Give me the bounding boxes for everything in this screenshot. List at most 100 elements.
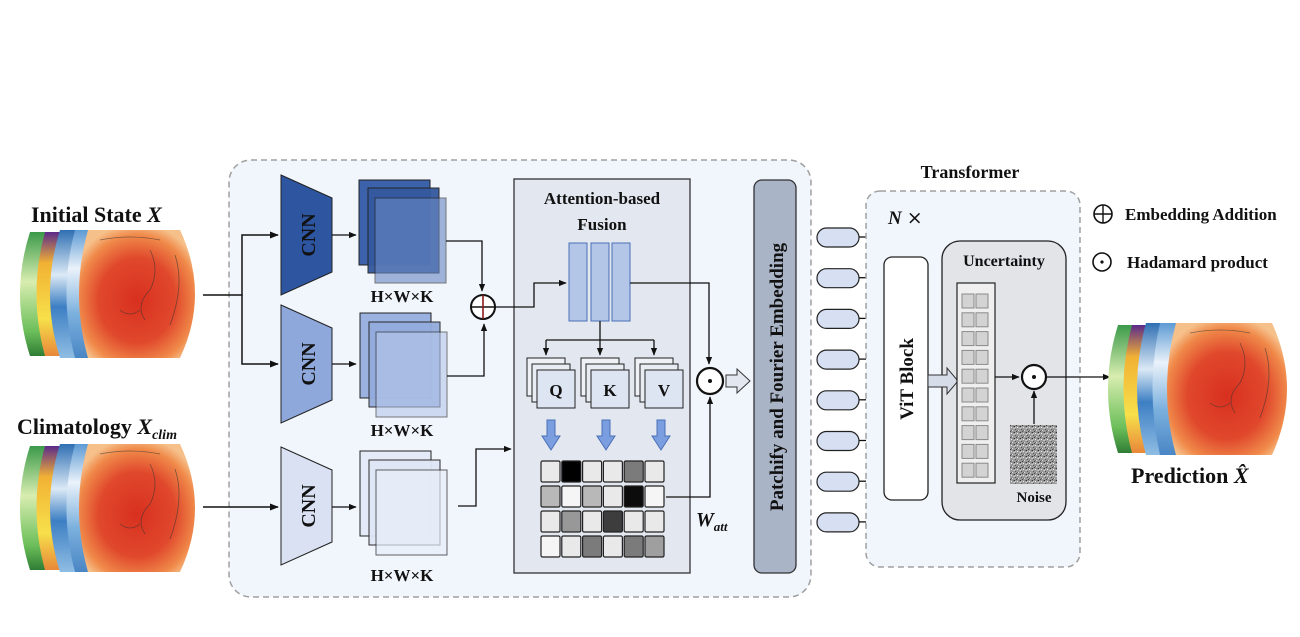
fusion-token	[611, 242, 631, 322]
block-arrow-to-embedding	[725, 367, 751, 395]
legend-label: Embedding Addition	[1125, 205, 1277, 224]
arrow-fusion-to-hadamard	[630, 282, 713, 365]
embedding-tokens	[816, 227, 870, 533]
attention-cell	[581, 535, 603, 558]
uncertainty-cell	[975, 387, 989, 403]
attention-cell	[644, 460, 665, 483]
qkv-stack-k: K	[580, 357, 630, 409]
attention-cell	[581, 460, 603, 483]
uncertainty-cell	[975, 406, 989, 422]
block-arrow-vit-to-uncertainty	[927, 366, 959, 396]
qkv-layer	[644, 369, 684, 409]
fusion-token	[590, 242, 610, 322]
climatology-globe-stack	[20, 444, 195, 572]
uncertainty-cell	[975, 462, 989, 478]
attention-cell	[623, 535, 644, 558]
repeat-label: N×	[887, 207, 923, 229]
transformer-title: Transformer	[921, 162, 1020, 182]
attention-cell	[581, 510, 603, 533]
arrow-watt-to-hadamard	[666, 396, 714, 498]
initial-state-label: Initial State X	[31, 202, 163, 227]
uncertainty-cell	[961, 349, 975, 365]
feature-map	[375, 469, 448, 556]
down-arrow-icon	[541, 419, 561, 451]
feature-dim-label: H×W×K	[371, 566, 435, 585]
token-pill	[816, 390, 860, 411]
attention-cell	[561, 460, 582, 483]
embedding-token	[816, 390, 870, 411]
arrow-initial-to-cnn2	[241, 295, 279, 368]
embedding-token	[816, 268, 870, 289]
uncertainty-cell	[961, 312, 975, 328]
token-pill	[816, 349, 860, 370]
attention-cell	[623, 485, 644, 508]
legend-item-hadamard-product: Hadamard product	[1092, 252, 1268, 272]
attention-cell	[644, 510, 665, 533]
noise-label: Noise	[1017, 490, 1052, 506]
arrow-features3-to-fusion	[458, 445, 512, 507]
uncertainty-cells	[961, 293, 989, 478]
qkv-layer	[536, 369, 576, 409]
initial-state-globe-stack	[20, 230, 195, 358]
attention-cell	[540, 460, 561, 483]
down-arrow-icon	[651, 419, 671, 451]
noise-image	[1010, 425, 1057, 484]
qkv-label: V	[658, 381, 671, 400]
attention-cell	[602, 535, 624, 558]
attention-cell	[581, 485, 603, 508]
feature-map	[374, 197, 447, 284]
down-arrow-icon	[596, 419, 616, 451]
legend-label: Hadamard product	[1127, 253, 1268, 272]
climatology-label: Climatology Xclim	[17, 414, 177, 443]
uncertainty-cell	[961, 462, 975, 478]
feature-maps-3	[359, 450, 448, 556]
cnn-trapezoid	[280, 304, 333, 424]
attention-cell	[644, 535, 665, 558]
arrow-initial-to-cnn1	[203, 231, 279, 296]
uncertainty-cell	[961, 443, 975, 459]
uncertainty-cell	[975, 312, 989, 328]
qkv-layer	[590, 369, 630, 409]
uncertainty-cell	[975, 293, 989, 309]
qkv-label: K	[603, 381, 617, 400]
arrow-features2-to-add	[447, 323, 488, 377]
attention-cell	[540, 510, 561, 533]
uncertainty-cell	[961, 368, 975, 384]
coastline-lines	[99, 450, 180, 540]
globe-layer-red	[79, 444, 195, 572]
arrow-add-to-fusion	[495, 279, 567, 308]
feature-maps-1	[358, 179, 447, 284]
token-pill	[816, 430, 860, 452]
uncertainty-cell	[961, 387, 975, 403]
attention-cell	[623, 510, 644, 533]
uncertainty-cell	[975, 425, 989, 441]
hadamard-op	[695, 366, 725, 396]
cnn-label: CNN	[298, 342, 320, 386]
attention-cell	[602, 510, 624, 533]
attention-cell	[561, 485, 582, 508]
arrow-features1-to-add	[446, 240, 486, 292]
attention-cell	[540, 485, 561, 508]
cnn-label: CNN	[298, 484, 320, 528]
feature-maps-2	[359, 312, 448, 418]
uncertainty-cell	[961, 406, 975, 422]
vit-block-label: ViT Block	[897, 338, 918, 420]
attention-cell	[561, 535, 582, 558]
uncertainty-cell	[975, 331, 989, 347]
prediction-label: Prediction X̂	[1131, 463, 1250, 488]
cnn-trapezoid	[280, 446, 333, 566]
attention-cell	[602, 485, 624, 508]
embedding-token	[816, 512, 870, 533]
uncertainty-cell	[961, 331, 975, 347]
uncertainty-cell	[975, 349, 989, 365]
attention-weight-matrix	[540, 460, 665, 558]
cnn-trapezoid	[280, 174, 333, 296]
embedding-addition-op	[470, 294, 496, 320]
token-pill	[816, 512, 860, 533]
attention-cell	[644, 485, 665, 508]
fusion-title-line1: Attention-based	[544, 189, 661, 208]
legend: Embedding Addition Hadamard product	[1092, 204, 1277, 272]
uncertainty-label: Uncertainty	[963, 253, 1045, 270]
cnn-label: CNN	[298, 213, 320, 257]
